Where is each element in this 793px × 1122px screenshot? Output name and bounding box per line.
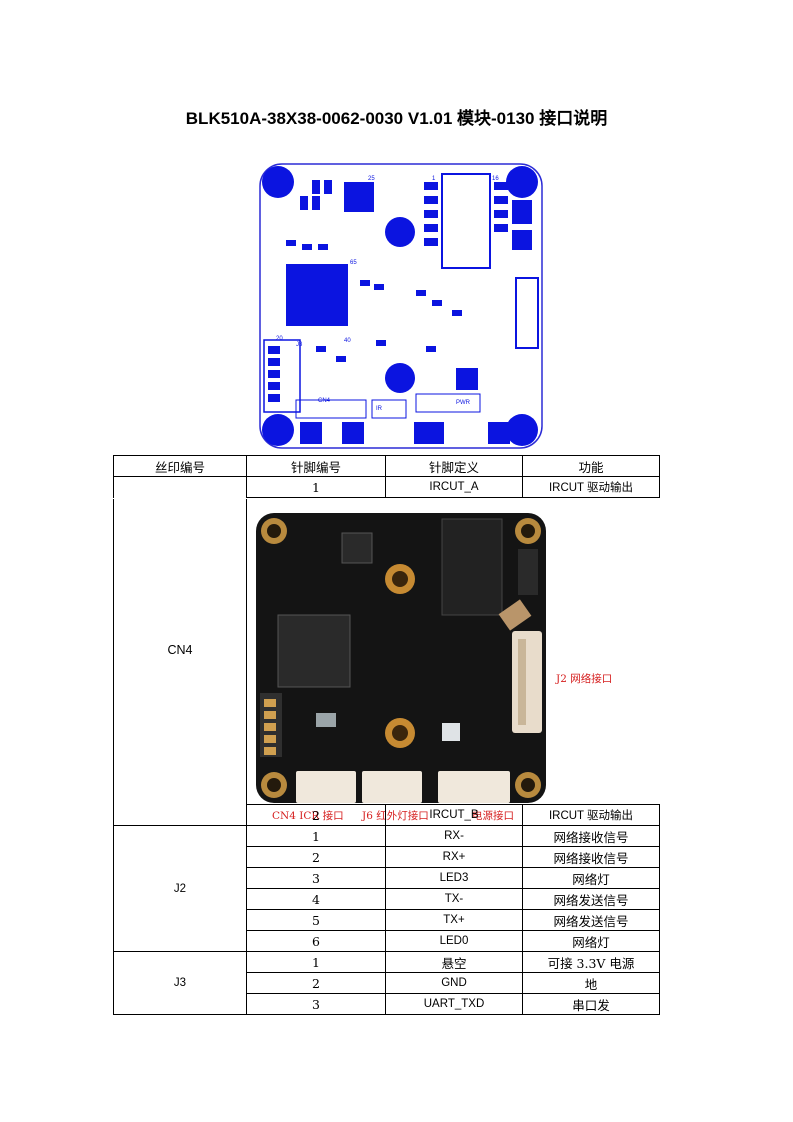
diagram-label-65: 65 [350,260,357,266]
pin-cell: 1 [246,825,386,847]
j2-label: J2 [113,825,247,952]
cn4-merged-cell: CN4 [114,500,246,803]
pin-cell: 6 [246,930,386,952]
func-cell: 地 [522,972,660,994]
diagram-label-pwr: PWR [456,400,471,406]
def-cell: GND [385,972,523,994]
diagram-label-25: 25 [368,176,375,182]
func-cell: 网络灯 [522,867,660,889]
pin-cell: 4 [246,888,386,910]
func-cell: IRCUT 驱动输出 [522,804,660,826]
def-cell: TX- [385,888,523,910]
table-row: 4 TX- 网络发送信号 [114,888,660,910]
cn4-cell-top [113,476,247,498]
def-cell: LED0 [385,930,523,952]
diagram-label-ir: IR [376,406,383,412]
table-row: J3 1 悬空 可接 3.3V 电源 [113,951,660,1015]
pin-cell: 5 [246,909,386,931]
func-cell: 网络接收信号 [522,846,660,868]
func-cell: 网络发送信号 [522,909,660,931]
header-pin-definition: 针脚定义 [385,455,523,477]
photo-label-j2: J2 网络接口 [556,673,613,685]
diagram-label-20: 20 [276,336,283,342]
func-cell: 网络发送信号 [522,888,660,910]
pin-cell: 2 [246,804,386,826]
table-header-row: 丝印编号 针脚编号 针脚定义 功能 [113,455,660,477]
def-cell: IRCUT_B [385,804,523,826]
diagram-label-16: 16 [492,176,499,182]
table-row: 2 RX+ 网络接收信号 [114,846,660,868]
def-cell: RX+ [385,846,523,868]
pin-cell: 3 [246,993,386,1015]
pcb-layout-diagram: J3 CN4 IR PWR 25 1 16 40 20 65 [259,163,543,449]
diagram-label-1: 1 [432,176,436,182]
def-cell: IRCUT_A [385,476,523,498]
cn4-cell-bottom [113,804,247,826]
table-row: 2 IRCUT_B IRCUT 驱动输出 [113,804,660,826]
diagram-label-cn4: CN4 [318,398,331,404]
def-cell: UART_TXD [385,993,523,1015]
pin-cell: 1 [246,951,386,973]
def-cell: 悬空 [385,951,523,973]
table-row: 3 UART_TXD 串口发 [114,993,660,1015]
func-cell: 网络灯 [522,930,660,952]
pin-cell: 2 [246,846,386,868]
diagram-label-j3: J3 [296,342,303,348]
cn4-label: CN4 [167,643,193,657]
table-row: 1 IRCUT_A IRCUT 驱动输出 [113,476,660,498]
def-cell: RX- [385,825,523,847]
diagram-label-40: 40 [344,338,351,344]
def-cell: LED3 [385,867,523,889]
j3-label: J3 [113,951,247,1015]
board-photo [256,513,546,803]
func-cell: 可接 3.3V 电源 [522,951,660,973]
header-pin-number: 针脚编号 [246,455,386,477]
pin-cell: 1 [246,476,386,498]
func-cell: 网络接收信号 [522,825,660,847]
func-cell: IRCUT 驱动输出 [522,476,660,498]
document-title: BLK510A-38X38-0062-0030 V1.01 模块-0130 接口… [185,109,608,128]
func-cell: 串口发 [522,993,660,1015]
header-function: 功能 [522,455,660,477]
header-silkscreen: 丝印编号 [113,455,247,477]
interface-table-bottom: 2 IRCUT_B IRCUT 驱动输出 J2 1 RX- 网络接收信号 2 R… [113,804,660,1015]
def-cell: TX+ [385,909,523,931]
pin-cell: 3 [246,867,386,889]
pin-cell: 2 [246,972,386,994]
interface-table-top: 丝印编号 针脚编号 针脚定义 功能 1 IRCUT_A IRCUT 驱动输出 [113,455,660,498]
table-row: 6 LED0 网络灯 [114,930,660,952]
table-row: J2 1 RX- 网络接收信号 [113,825,660,952]
